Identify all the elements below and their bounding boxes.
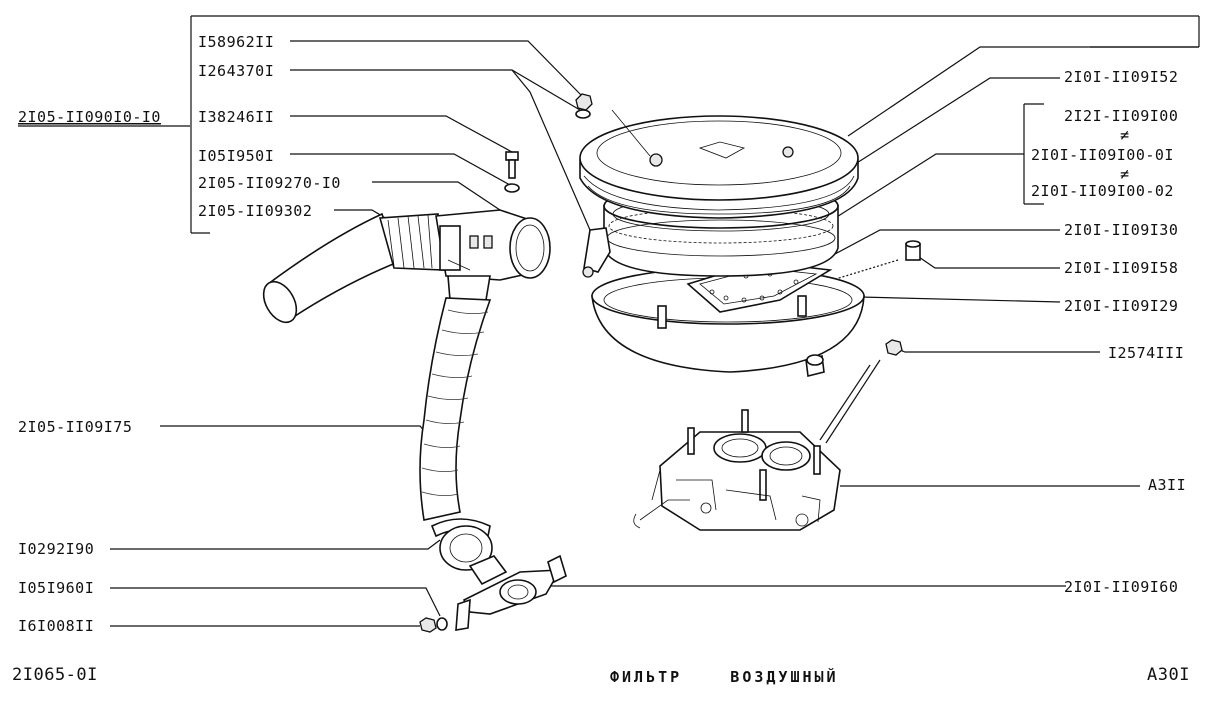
label-group-assembly: 2I05-II090I0-I0 bbox=[18, 108, 161, 126]
label-a311: A3II bbox=[1148, 476, 1186, 494]
label-2105-270: 2I05-II09270-I0 bbox=[198, 174, 341, 192]
label-neq-1: ≠ bbox=[1120, 126, 1130, 144]
label-158962: I58962II bbox=[198, 33, 274, 51]
footer-catalog-number: 2I065-0I bbox=[12, 665, 98, 685]
label-2105-302: 2I05-II09302 bbox=[198, 202, 312, 220]
label-2101-129: 2I0I-II09I29 bbox=[1064, 297, 1178, 315]
label-1264370: I264370I bbox=[198, 62, 274, 80]
label-125741: I2574III bbox=[1108, 344, 1184, 362]
label-2105-175: 2I05-II09I75 bbox=[18, 418, 132, 436]
label-138246: I38246II bbox=[198, 108, 274, 126]
label-2101-100-02: 2I0I-II09I00-02 bbox=[1031, 182, 1174, 200]
label-2101-100-01: 2I0I-II09I00-0I bbox=[1031, 146, 1174, 164]
label-2101-152: 2I0I-II09I52 bbox=[1064, 68, 1178, 86]
label-neq-2: ≠ bbox=[1120, 165, 1130, 183]
label-105195: I05I950I bbox=[198, 147, 274, 165]
label-2101-158: 2I0I-II09I58 bbox=[1064, 259, 1178, 277]
label-105196: I05I960I bbox=[18, 579, 94, 597]
leader-lines bbox=[110, 40, 1199, 627]
intake-duct bbox=[262, 209, 551, 324]
footer-title: ФИЛЬТР ВОЗДУШНЫЙ bbox=[610, 667, 839, 686]
footer-page-code: A30I bbox=[1147, 665, 1190, 685]
label-2101-130: 2I0I-II09I30 bbox=[1064, 221, 1178, 239]
label-2101-160: 2I0I-II09I60 bbox=[1064, 578, 1178, 596]
carburetor bbox=[633, 409, 841, 531]
air-filter-housing bbox=[579, 109, 865, 377]
label-161008: I6I008II bbox=[18, 617, 94, 635]
label-102921: I0292I90 bbox=[18, 540, 94, 558]
hardware-parts bbox=[419, 93, 921, 633]
label-2121-100: 2I2I-II09I00 bbox=[1064, 107, 1178, 125]
flexible-hose bbox=[419, 297, 567, 631]
